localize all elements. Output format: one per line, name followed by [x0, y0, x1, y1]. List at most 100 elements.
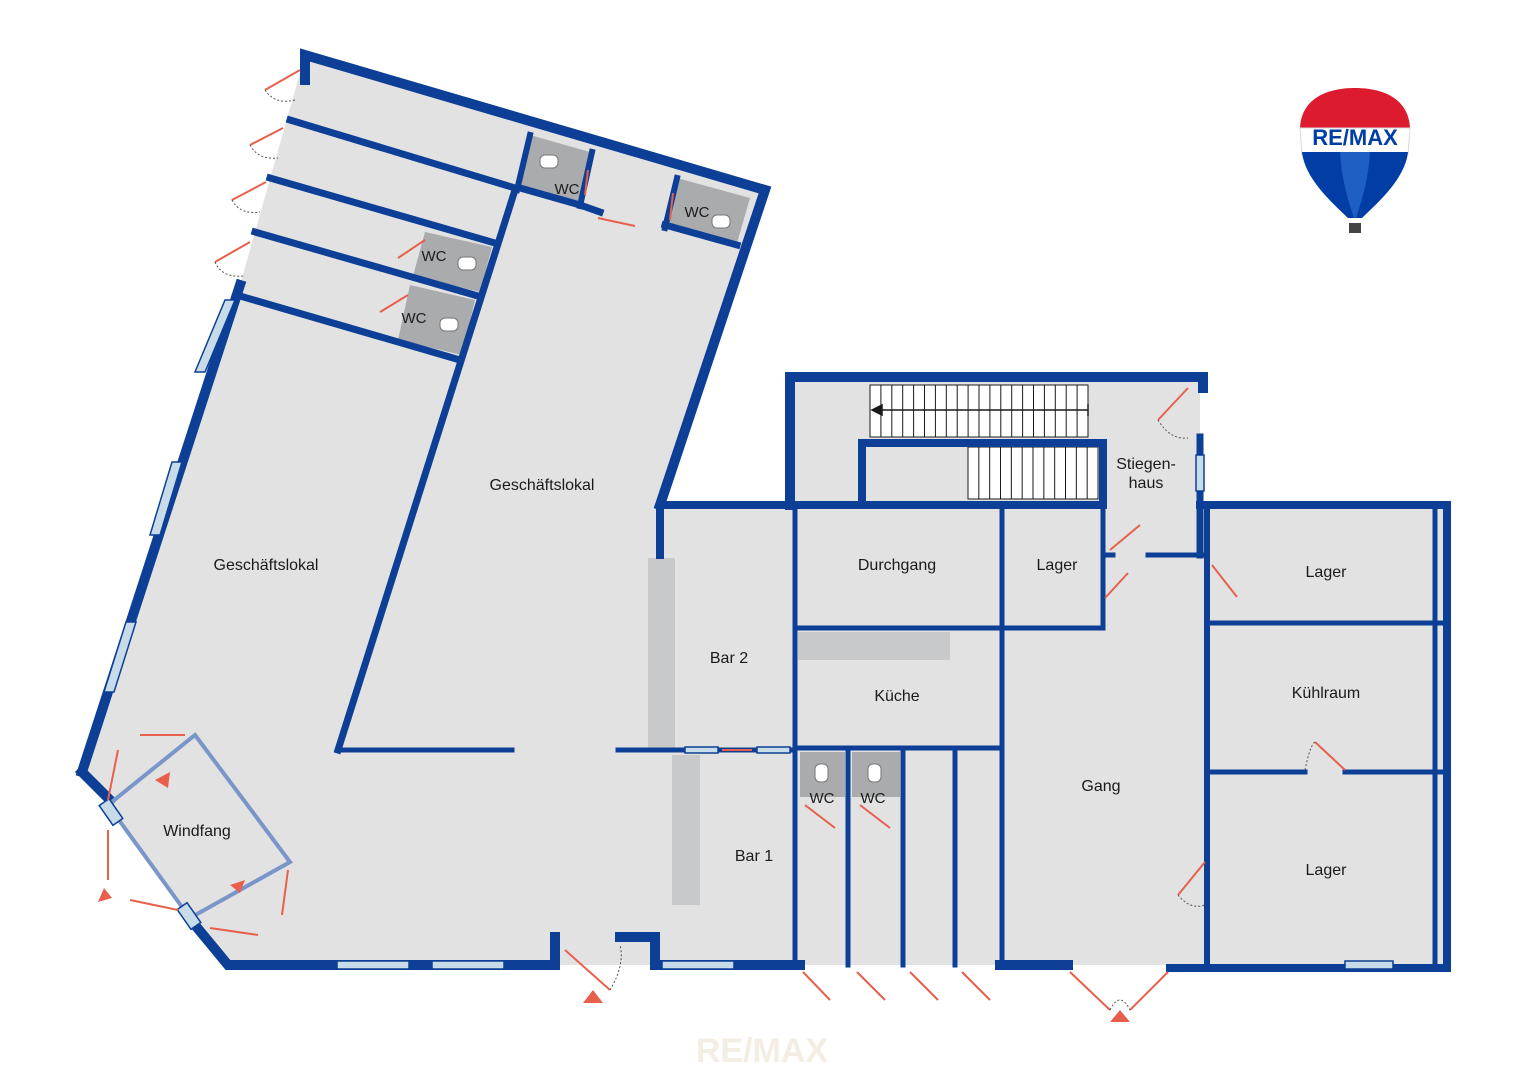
balloon-basket — [1349, 223, 1361, 233]
window-bottom-1 — [336, 960, 410, 970]
entrance-marker-gang — [1110, 1010, 1130, 1022]
door-bottom-3 — [909, 971, 939, 1001]
window-left-2 — [148, 461, 184, 536]
door-windfang-2 — [107, 749, 119, 801]
walls — [74, 48, 1451, 972]
balloon-blue-stripe — [1340, 152, 1370, 218]
toilet-2 — [711, 214, 731, 229]
door-windfang-6 — [281, 869, 289, 916]
door-wc-bottom-2 — [859, 804, 891, 829]
door-arc-main — [609, 944, 622, 991]
entrance-marker-windfang-1 — [155, 772, 170, 788]
door-wc-bottom-1 — [804, 804, 836, 829]
door-lager-bottom — [1177, 861, 1206, 896]
wc-labels: WC WC WC WC WC WC — [402, 181, 886, 807]
toilet-4 — [439, 317, 459, 332]
door-top-4 — [214, 241, 251, 263]
door-lager-right — [1211, 564, 1238, 598]
window-bottom-2 — [431, 960, 505, 970]
entrance-marker-main — [583, 990, 603, 1003]
door-wc-mid-2 — [379, 294, 409, 313]
door-bottom-2 — [856, 971, 886, 1001]
label-wc-6: WC — [861, 790, 886, 807]
door-lager-small — [1104, 572, 1129, 599]
door-wc-top-2 — [669, 192, 674, 221]
stair-steps — [880, 385, 1088, 499]
wc-floor-top-1 — [520, 135, 590, 205]
wall-strip-2 — [265, 173, 500, 248]
window-stair — [1195, 454, 1205, 492]
door-top-3 — [231, 181, 267, 201]
hot-air-balloon-icon — [1299, 88, 1411, 233]
stair-arrow-head — [870, 403, 883, 417]
door-stair-bottom — [1109, 524, 1141, 551]
window-windfang-2 — [176, 901, 202, 931]
watermark: RE/MAX — [696, 1032, 829, 1070]
wc-floor-mid-1 — [413, 232, 492, 292]
label-kuehlraum: Kühlraum — [1292, 685, 1360, 702]
window-bottom-4 — [1344, 960, 1394, 970]
logo-text: RE/MAX — [1312, 125, 1398, 150]
door-arc-top-2 — [249, 144, 279, 159]
door-top-2 — [249, 127, 284, 146]
door-wc-mid-1 — [397, 239, 426, 259]
room-labels: Geschäftslokal Geschäftslokal Windfang B… — [163, 456, 1360, 879]
door-corridor — [597, 217, 636, 227]
door-arc-top-4 — [214, 261, 244, 277]
door-arc-top-3 — [231, 199, 261, 213]
window-bar-1 — [684, 746, 719, 754]
door-arc-kuehl — [1304, 741, 1316, 771]
door-bottom-4 — [961, 971, 991, 1001]
toilet-1 — [539, 154, 559, 169]
wc-floors — [398, 135, 900, 797]
wall-stair-inner — [858, 439, 1107, 509]
label-bar2: Bar 2 — [710, 650, 748, 667]
door-arc-top-1 — [264, 89, 296, 102]
wall-stair-house — [785, 372, 1208, 510]
label-stiegenhaus-1: Stiegen- — [1116, 456, 1176, 473]
window-left-3 — [102, 621, 138, 693]
floors — [82, 55, 1445, 965]
label-lager-small: Lager — [1037, 557, 1079, 574]
label-wc-5: WC — [810, 790, 835, 807]
label-geschaeftslokal-left: Geschäftslokal — [214, 557, 319, 574]
door-windfang-4 — [129, 899, 179, 911]
toilet-6 — [867, 763, 882, 783]
door-arcs — [214, 89, 1316, 1011]
label-stiegenhaus-2: haus — [1129, 475, 1164, 492]
door-bottom-1 — [802, 971, 831, 1001]
door-main — [564, 949, 611, 991]
label-durchgang: Durchgang — [858, 557, 936, 574]
label-kueche: Küche — [874, 688, 919, 705]
counters — [648, 558, 950, 905]
wall-strip-3 — [250, 227, 483, 301]
entrance-marker-left — [98, 888, 112, 902]
remax-logo: RE/MAX — [1299, 88, 1411, 233]
doors — [107, 69, 1346, 1011]
window-left-1 — [193, 299, 237, 373]
kitchen-counter — [798, 632, 950, 660]
door-arc-gang-bottom — [1109, 999, 1131, 1011]
door-arc-gang — [1177, 894, 1206, 907]
balloon-white-band — [1299, 127, 1411, 156]
wall-top-left-building — [300, 48, 772, 512]
entrance-markers — [98, 772, 1130, 1022]
bar2-counter — [648, 558, 675, 748]
label-wc-1: WC — [555, 181, 580, 198]
wall-strip-1 — [285, 115, 520, 193]
wall-wc-top-div1 — [513, 131, 534, 194]
floor-left-building — [82, 55, 765, 965]
door-kuehl — [1314, 741, 1346, 771]
label-geschaeftslokal-center: Geschäftslokal — [490, 477, 595, 494]
label-lager-top-right: Lager — [1306, 564, 1348, 581]
label-lager-bottom-right: Lager — [1306, 862, 1348, 879]
wall-wc-top-right — [660, 220, 742, 250]
door-stair-top — [1157, 387, 1189, 421]
wall-right-top — [656, 501, 1107, 559]
floor-right-building — [660, 505, 1445, 965]
door-gang-left — [1069, 971, 1111, 1011]
label-gang: Gang — [1081, 778, 1120, 795]
window-bar-2 — [756, 746, 791, 754]
bar1-counter — [672, 755, 700, 905]
